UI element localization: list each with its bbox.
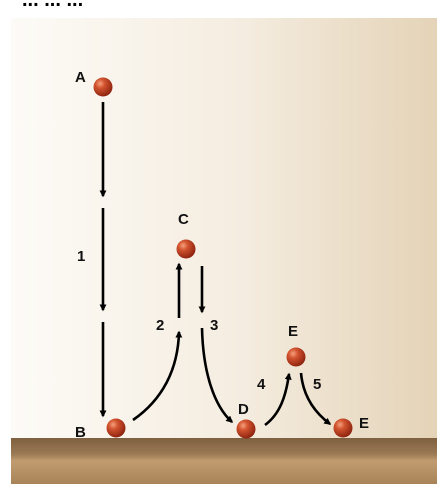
ball-d xyxy=(236,419,256,439)
path-arrow-5 xyxy=(299,372,332,426)
step-label-5: 5 xyxy=(313,376,321,393)
path-arrow-3 xyxy=(198,266,234,423)
step-label-2: 2 xyxy=(156,317,164,334)
path-arrow-2 xyxy=(132,262,183,422)
step-label-1: 1 xyxy=(77,248,85,265)
point-label-d: D xyxy=(238,401,249,418)
clipped-header-text: ... ... ... xyxy=(22,0,83,11)
ball-c xyxy=(176,239,196,259)
path-arrow-4 xyxy=(264,372,292,427)
ball-e-peak xyxy=(286,347,306,367)
floor xyxy=(11,438,437,484)
point-label-c: C xyxy=(178,211,189,228)
background-panel xyxy=(11,18,437,438)
point-label-a: A xyxy=(75,69,86,86)
ball-b xyxy=(106,418,126,438)
point-label-e-floor: E xyxy=(359,415,369,432)
step-label-3: 3 xyxy=(210,317,218,334)
point-label-b: B xyxy=(75,424,86,441)
step-label-4: 4 xyxy=(257,376,266,393)
ball-a xyxy=(93,77,113,97)
point-label-e-peak: E xyxy=(288,323,298,340)
ball-e-floor xyxy=(333,418,353,438)
